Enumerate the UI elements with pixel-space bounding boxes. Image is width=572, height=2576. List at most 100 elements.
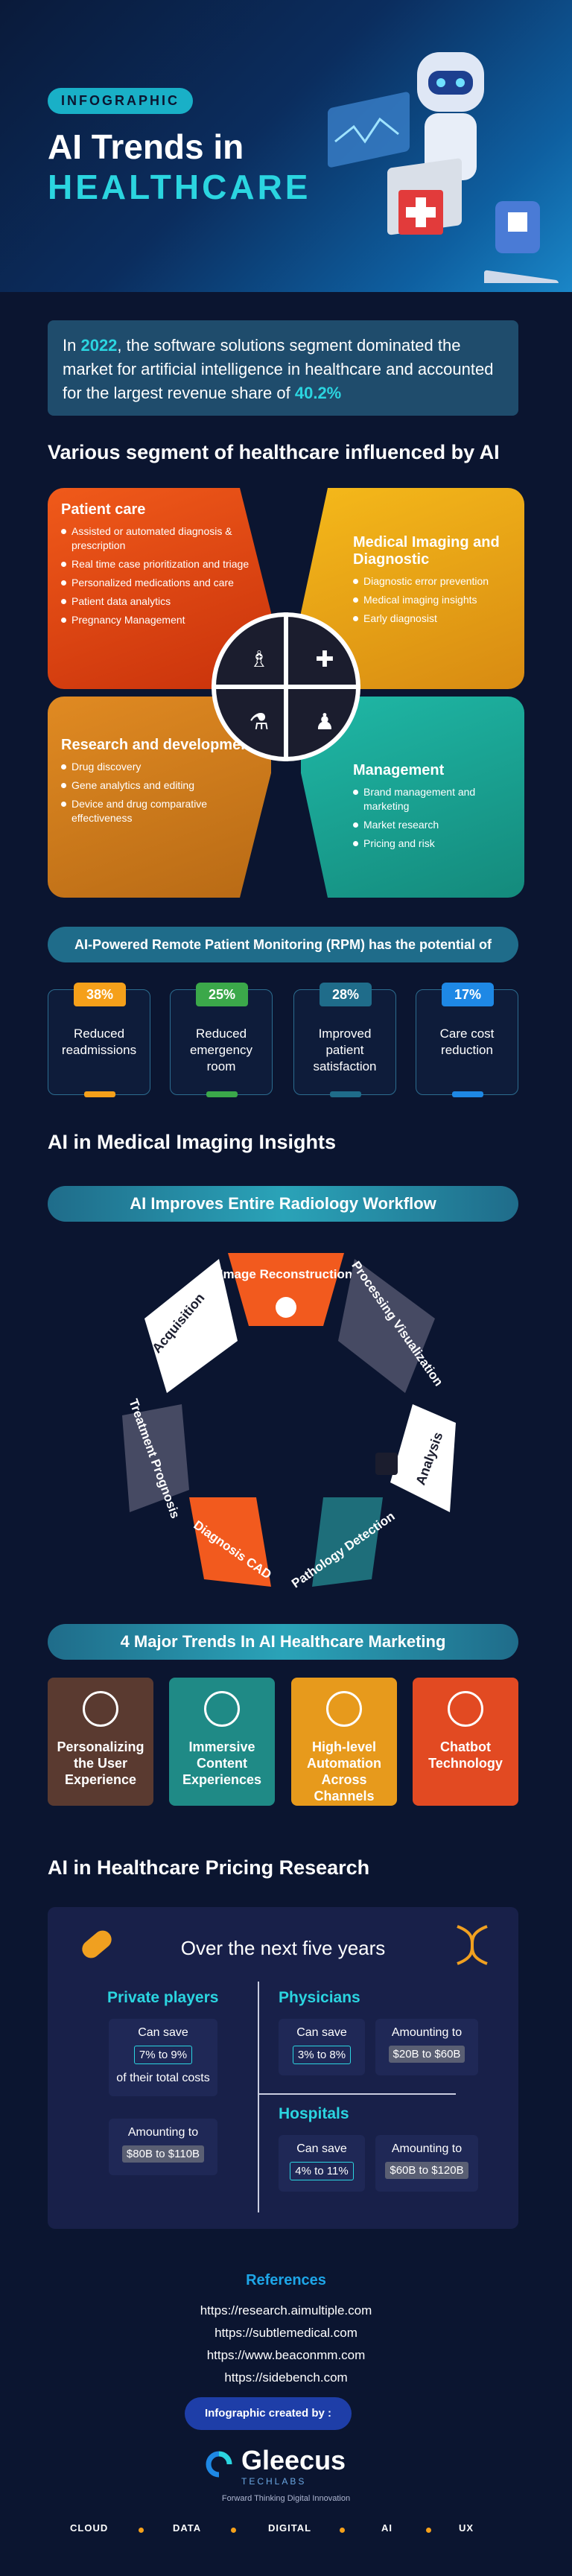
list-item: Drug discovery	[61, 760, 258, 774]
physicians-save-box: Can save 3% to 8%	[279, 2019, 365, 2075]
rpm-stat-card: 38% Reduced readmissions	[48, 983, 150, 1097]
medical-cross-icon: ✚	[315, 647, 334, 672]
rpm-stat-card: 28% Improved patient satisfaction	[293, 983, 396, 1097]
gear-icon	[326, 1691, 362, 1727]
user-icon	[83, 1691, 118, 1727]
brand-sub: TECHLABS	[241, 2476, 307, 2487]
marketing-banner: 4 Major Trends In AI Healthcare Marketin…	[48, 1624, 518, 1660]
save-value: 4% to 11%	[290, 2162, 354, 2180]
list-item: Pregnancy Management	[61, 613, 258, 627]
list-item: Medical imaging insights	[353, 593, 511, 607]
stat-value: 38%	[74, 983, 126, 1006]
marketing-card-label: Immersive Content Experiences	[182, 1739, 262, 1787]
brand-name: Gleecus	[241, 2445, 346, 2475]
highlight-text-mid: , the software solutions segment dominat…	[63, 336, 494, 402]
reference-link[interactable]: https://research.aimultiple.com	[200, 2303, 372, 2318]
rpm-stat-card: 17% Care cost reduction	[416, 983, 518, 1097]
stat-label: Improved patient satisfaction	[313, 1027, 377, 1073]
segment-title: Patient care	[61, 501, 146, 518]
references-title: References	[246, 2272, 326, 2288]
hospital-icon	[276, 1297, 296, 1318]
hospitals-save-box: Can save 4% to 11%	[279, 2135, 365, 2192]
wheel-segment-pathology-detection: Pathology Detection	[289, 1497, 398, 1590]
stat-label: Care cost reduction	[439, 1027, 495, 1057]
can-save-label: Can save	[296, 2026, 347, 2039]
hero-title-line2: HEALTHCARE	[48, 168, 311, 206]
imaging-insights-title: AI in Medical Imaging Insights	[48, 1131, 337, 1153]
dna-icon	[457, 1925, 488, 1965]
pill-capsule-icon	[82, 1930, 112, 1958]
list-item: Brand management and marketing	[353, 785, 511, 813]
microscope-icon: ⚗	[249, 710, 270, 735]
stat-label: Reduced emergency room	[189, 1027, 253, 1073]
footer-item: DIGITAL	[268, 2522, 312, 2534]
list-item: Patient data analytics	[61, 594, 258, 609]
footer-item: AI	[381, 2522, 393, 2534]
segments-title: Various segment of healthcare influenced…	[48, 441, 500, 463]
save-suffix: of their total costs	[116, 2072, 210, 2084]
amount-label: Amounting to	[391, 2142, 463, 2155]
infographic-badge: INFOGRAPHIC	[48, 88, 193, 114]
amount-value: $20B to $60B	[388, 2046, 465, 2063]
wheel-segment-processing-visualization: Processing Visualization	[338, 1258, 446, 1393]
radiology-workflow-wheel: Image Reconstruction Processing Visualiz…	[122, 1253, 456, 1590]
marketing-card: Immersive Content Experiences	[169, 1678, 275, 1806]
footer-item: DATA	[173, 2522, 202, 2534]
marketing-card-label: High-level Automation Across Channels	[307, 1739, 381, 1803]
footer-dot	[426, 2528, 431, 2533]
marketing-card: Chatbot Technology	[413, 1678, 518, 1806]
stat-accent	[84, 1091, 115, 1097]
doctor-icon: ♗	[249, 647, 270, 672]
hospitals-amount-box: Amounting to $60B to $120B	[375, 2135, 478, 2192]
reference-link[interactable]: https://sidebench.com	[224, 2370, 348, 2385]
footer-dot	[231, 2528, 236, 2533]
amount-value: $60B to $120B	[385, 2162, 468, 2179]
private-players-title: Private players	[107, 1989, 219, 2006]
footer-item: CLOUD	[70, 2522, 109, 2534]
footer-item: UX	[459, 2522, 474, 2534]
stat-label: Reduced readmissions	[61, 1027, 137, 1057]
list-item: Real time case prioritization and triage	[61, 557, 258, 571]
segment-title: Research and development	[61, 737, 255, 753]
footer-bar: CLOUD DATA DIGITAL AI UX	[0, 2516, 572, 2546]
stat-accent	[206, 1091, 238, 1097]
stat-value: 28%	[320, 983, 372, 1006]
rpm-banner: AI-Powered Remote Patient Monitoring (RP…	[48, 927, 518, 962]
wheel-label: Image Reconstruction	[220, 1267, 353, 1281]
pricing-divider	[259, 2093, 456, 2095]
list-item: Diagnostic error prevention	[353, 574, 511, 589]
reference-link[interactable]: https://www.beaconmm.com	[206, 2348, 366, 2362]
pricing-divider	[258, 1982, 259, 2212]
private-save-box: Can save 7% to 9% of their total costs	[109, 2019, 217, 2096]
wheel-segment-treatment-prognosis: Treatment Prognosis	[122, 1397, 189, 1520]
wheel-segment-image-reconstruction: Image Reconstruction	[220, 1253, 353, 1326]
brain-icon	[375, 1453, 398, 1475]
team-icon: ♟	[314, 710, 335, 735]
list-item: Personalized medications and care	[61, 576, 258, 590]
brand-logo: Gleecus TECHLABS Forward Thinking Digita…	[0, 2445, 572, 2504]
market-highlight-box: In 2022, the software solutions segment …	[48, 320, 518, 416]
pricing-title: AI in Healthcare Pricing Research	[48, 1856, 370, 1879]
reference-link[interactable]: https://subtlemedical.com	[214, 2326, 358, 2340]
footer-dot	[340, 2528, 345, 2533]
amount-label: Amounting to	[127, 2126, 199, 2139]
physicians-amount-box: Amounting to $20B to $60B	[375, 2019, 478, 2075]
brand-tagline: Forward Thinking Digital Innovation	[221, 2494, 351, 2503]
hospitals-title: Hospitals	[279, 2105, 349, 2122]
created-by-badge: Infographic created by :	[185, 2397, 352, 2430]
footer-dot	[139, 2528, 144, 2533]
wheel-segment-diagnosis-cad: Diagnosis CAD	[189, 1497, 274, 1587]
robot-illustration-icon	[328, 52, 559, 283]
content-icon	[204, 1691, 240, 1727]
list-item: Device and drug comparative effectivenes…	[61, 797, 258, 825]
can-save-label: Can save	[296, 2142, 347, 2155]
stat-value: 25%	[196, 983, 248, 1006]
list-item: Assisted or automated diagnosis & prescr…	[61, 524, 258, 553]
list-item: Early diagnosist	[353, 612, 511, 626]
segment-patient-care: Patient care Assisted or automated diagn…	[48, 488, 271, 689]
segment-title: Medical Imaging and Diagnostic	[353, 534, 500, 568]
save-value: 7% to 9%	[133, 2046, 193, 2064]
stat-value: 17%	[442, 983, 494, 1006]
rpm-stat-card: 25% Reduced emergency room	[170, 983, 273, 1097]
chatbot-icon	[448, 1691, 483, 1727]
